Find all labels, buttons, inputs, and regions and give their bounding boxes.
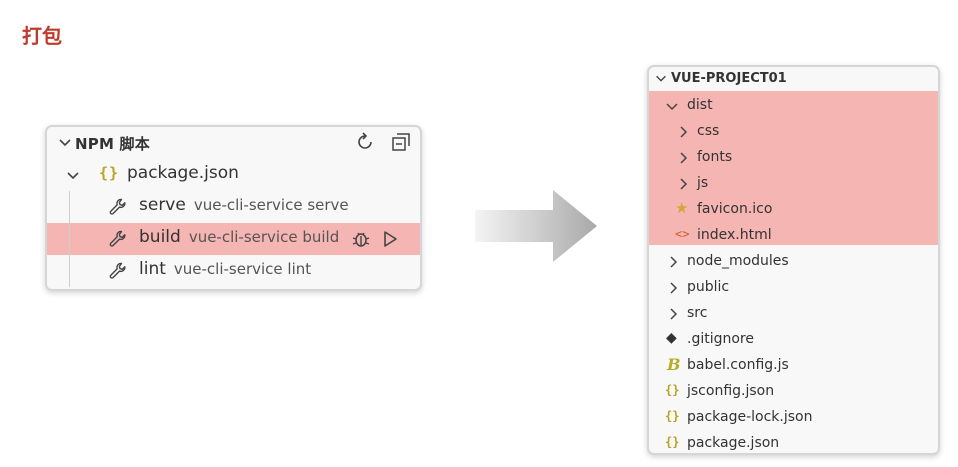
script-row-lint[interactable]: lint vue-cli-service lint [47,255,420,287]
tree-item-css[interactable]: css [649,119,938,145]
script-name-build: build [139,227,181,247]
npm-scripts-header[interactable]: NPM 脚本 [47,127,420,157]
script-name-serve: serve [139,195,186,215]
chevron-right-icon [670,282,678,294]
tree-item-label: package-lock.json [687,409,813,425]
script-command-serve: vue-cli-service serve [193,196,349,214]
chevron-down-icon [666,103,678,111]
chevron-right-icon [670,308,678,320]
star-icon: ★ [675,199,689,217]
json-icon: {} [665,409,680,423]
tree-item-src[interactable]: src [649,301,938,327]
package-json-label: package.json [127,163,239,183]
chevron-right-icon [680,178,688,190]
tree-item-label: js [697,175,709,191]
html-icon: <> [675,227,690,241]
tree-item-label: public [687,279,730,295]
tree-item-fonts[interactable]: fonts [649,145,938,171]
tree-item-jsconfig[interactable]: {} jsconfig.json [649,379,938,405]
babel-icon: B [667,355,681,374]
explorer-panel: VUE-PROJECT01 dist css fonts js ★ favico… [647,65,940,455]
tree-item-label: dist [687,97,713,113]
tree-item-favicon[interactable]: ★ favicon.ico [649,197,938,223]
tree-item-js[interactable]: js [649,171,938,197]
script-label: build vue-cli-service build [139,227,339,247]
chevron-right-icon [680,126,688,138]
tree-item-babel-config[interactable]: B babel.config.js [649,353,938,379]
dist-highlight [649,91,938,245]
tree-item-gitignore[interactable]: ◆ .gitignore [649,327,938,353]
explorer-title: VUE-PROJECT01 [671,71,787,86]
explorer-header[interactable]: VUE-PROJECT01 [649,67,938,91]
wrench-icon [109,198,126,215]
tree-item-package-lock[interactable]: {} package-lock.json [649,405,938,431]
refresh-icon[interactable] [354,131,376,153]
script-label: lint vue-cli-service lint [139,259,311,279]
indent-guide [69,191,70,223]
wrench-icon [109,262,126,279]
tree-item-node-modules[interactable]: node_modules [649,249,938,275]
chevron-right-icon [670,256,678,268]
tree-item-label: package.json [687,435,780,451]
script-row-serve[interactable]: serve vue-cli-service serve [47,191,420,223]
chevron-down-icon [59,139,71,147]
chevron-down-icon [656,75,666,82]
script-name-lint: lint [139,259,166,279]
tree-item-public[interactable]: public [649,275,938,301]
tree-item-dist[interactable]: dist [649,93,938,119]
tree-item-label: index.html [697,227,772,243]
run-icon[interactable] [379,228,401,250]
script-command-build: vue-cli-service build [188,228,340,246]
script-row-build[interactable]: build vue-cli-service build [47,223,420,255]
tree-item-label: babel.config.js [687,357,789,373]
chevron-down-icon [67,172,79,180]
wrench-icon [109,230,126,247]
tree-item-label: css [697,123,720,139]
right-arrow-icon [475,190,597,262]
tree-item-label: fonts [697,149,733,165]
package-json-row[interactable]: {} package.json [47,159,420,191]
json-icon: {} [665,435,680,449]
script-command-lint: vue-cli-service lint [173,260,312,278]
chevron-right-icon [680,152,688,164]
indent-guide [69,223,70,255]
json-icon: {} [665,383,680,397]
collapse-all-icon[interactable] [390,131,412,153]
tree-item-label: node_modules [687,253,789,269]
script-label: serve vue-cli-service serve [139,195,349,215]
tree-item-label: .gitignore [687,331,754,347]
tree-item-index-html[interactable]: <> index.html [649,223,938,249]
git-icon: ◆ [666,330,677,346]
tree-item-label: src [687,305,708,321]
indent-guide [69,255,70,287]
tree-item-label: favicon.ico [697,201,773,217]
slide-title: 打包 [22,24,62,48]
json-icon: {} [99,164,120,182]
npm-scripts-title: NPM 脚本 [75,135,150,153]
debug-icon[interactable] [350,228,372,250]
tree-item-package-json[interactable]: {} package.json [649,431,938,453]
tree-item-label: jsconfig.json [687,383,775,399]
